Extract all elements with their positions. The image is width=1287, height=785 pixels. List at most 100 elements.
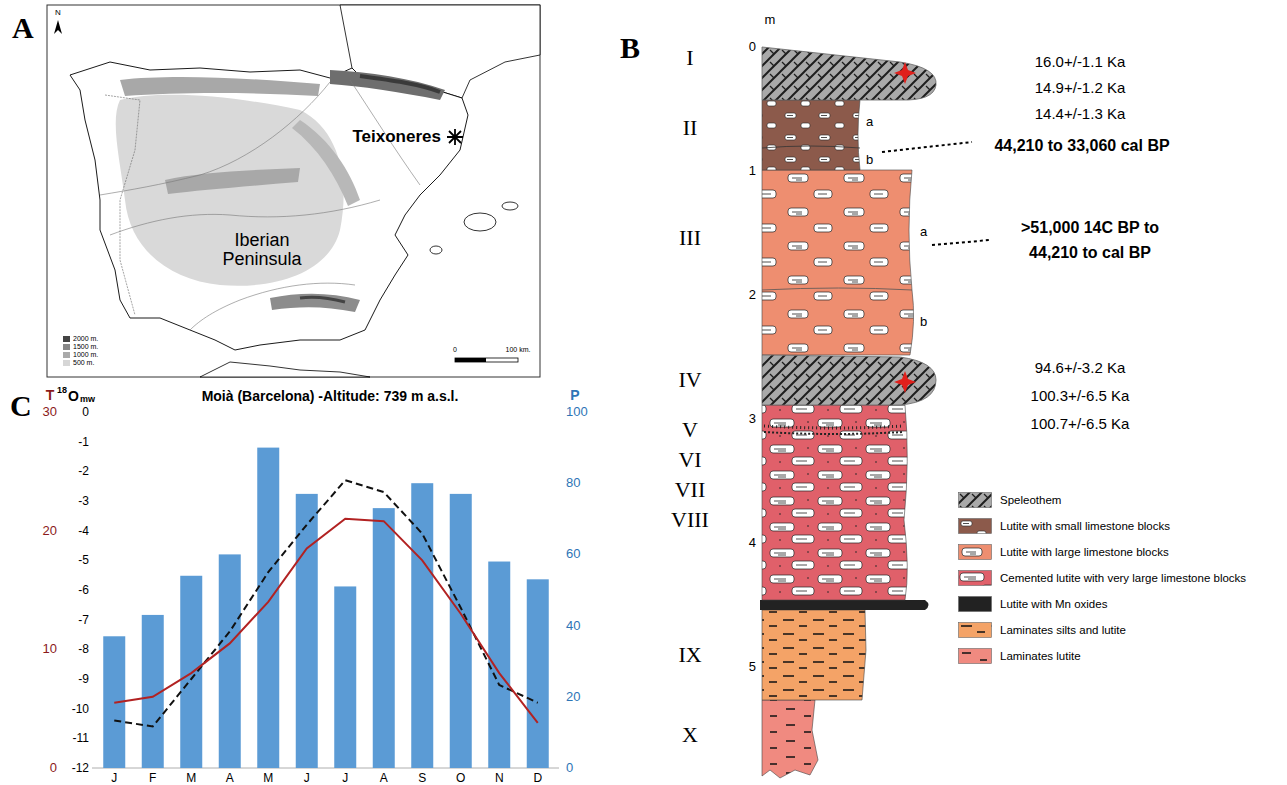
figure-label: N	[495, 772, 504, 785]
legend-text: Laminates silts and lutite	[1000, 624, 1126, 636]
legend-swatch-fill	[959, 493, 992, 508]
figure-label: 44,210 to cal BP	[1029, 245, 1151, 262]
legend-row: Laminates lutite	[958, 648, 1081, 664]
figure-label: O	[456, 772, 465, 785]
figure-label: 5	[749, 660, 756, 674]
legend-swatch-fill	[959, 623, 992, 638]
figure-label: 2	[749, 288, 756, 302]
legend-text: Speleothem	[1000, 494, 1061, 506]
figure-label: II	[683, 116, 698, 139]
figure-label: S	[418, 772, 426, 785]
figure-label: 14.9+/-1.2 Ka	[1035, 80, 1125, 96]
figure-label: -6	[78, 584, 89, 597]
figure-label: Teixoneres	[352, 128, 441, 146]
figure-label: 10	[43, 643, 57, 657]
figure-label: D	[533, 772, 542, 785]
figure-label: 14.4+/-1.3 Ka	[1035, 106, 1125, 122]
figure-label: 0	[749, 40, 756, 54]
legend-swatch	[958, 570, 992, 586]
figure-label: a	[866, 115, 873, 129]
legend-text: Laminates lutite	[1000, 650, 1081, 662]
stratigraphic-column	[760, 47, 990, 778]
figure-label: -2	[78, 465, 89, 478]
figure-label: -9	[78, 673, 89, 686]
figure-label: C	[10, 390, 32, 422]
figure-label: -12	[72, 762, 89, 775]
legend-swatch	[958, 544, 992, 560]
figure-label: 100	[566, 405, 588, 419]
figure-label: 100 km.	[506, 346, 531, 353]
figure-label: A	[226, 772, 234, 785]
precipitation-bar	[527, 579, 549, 768]
figure-label: B	[620, 32, 640, 64]
figure-label: I	[686, 46, 693, 69]
figure-label: 16.0+/-1.1 Ka	[1035, 54, 1125, 70]
figure-label: VIII	[671, 508, 709, 531]
figure-label: -5	[78, 554, 89, 567]
figure-label: -8	[78, 643, 89, 656]
location-map	[47, 5, 540, 377]
figure-label: -7	[78, 613, 89, 626]
figure-label: VII	[675, 478, 706, 501]
figure-label: VI	[678, 448, 701, 471]
legend-text: Lutite with large limestone blocks	[1000, 546, 1169, 558]
figure-label: A	[12, 12, 34, 44]
figure-label: 94.6+/-3.2 Ka	[1035, 360, 1125, 376]
figure-label: 2000 m.	[73, 335, 98, 342]
figure-label: X	[682, 723, 698, 746]
legend-swatch-fill	[959, 649, 992, 664]
legend-swatch	[958, 596, 992, 612]
legend-swatch	[958, 622, 992, 638]
legend-text: Lutite with Mn oxides	[1000, 598, 1107, 610]
precipitation-bar	[450, 494, 472, 768]
legend-text: Cemented lutite with very large limeston…	[1000, 572, 1246, 584]
precipitation-bar	[334, 586, 356, 768]
figure-label: 0	[566, 761, 573, 775]
figure-label: b	[920, 315, 927, 329]
legend-swatch-fill	[959, 571, 992, 586]
figure-label: M	[263, 772, 273, 785]
figure-label: 0	[50, 761, 57, 775]
figure-label: 20	[566, 690, 580, 704]
precipitation-bar	[373, 508, 395, 768]
figure-label: J	[342, 772, 348, 785]
figure-label: 0	[453, 346, 457, 353]
figure-label: 0	[82, 406, 89, 419]
precipitation-bar	[488, 562, 510, 768]
figure-label: 500 m.	[73, 359, 94, 366]
legend-swatch	[958, 518, 992, 534]
figure-label: 44,210 to 33,060 cal BP	[994, 138, 1169, 155]
figure-label: >51,000 14C BP to	[1021, 220, 1159, 237]
precipitation-bar	[257, 448, 279, 768]
legend-row: Lutite with large limestone blocks	[958, 544, 1169, 560]
figure-label: -10	[72, 702, 89, 715]
legend-swatch	[958, 648, 992, 664]
legend-row: Speleothem	[958, 492, 1061, 508]
figure-label: -4	[78, 524, 89, 537]
figure-label: A	[380, 772, 388, 785]
figure-label: IX	[678, 643, 701, 666]
figure-label: 1000 m.	[73, 351, 98, 358]
figure-label: -1	[78, 435, 89, 448]
figure-label: J	[111, 772, 117, 785]
legend-row: Lutite with small limestone blocks	[958, 518, 1170, 534]
legend-swatch-fill	[959, 519, 992, 534]
figure-label: 40	[566, 619, 580, 633]
legend-swatch-fill	[959, 545, 992, 560]
figure-label: b	[866, 153, 873, 167]
legend-row: Laminates silts and lutite	[958, 622, 1126, 638]
figure-label: Moià (Barcelona) -Altitude: 739 m a.s.l.	[202, 389, 459, 404]
figure-label: III	[679, 226, 701, 249]
figure-label: V	[682, 418, 698, 441]
isotope-line	[114, 480, 538, 726]
climate-chart	[92, 448, 559, 768]
legend-swatch-fill	[959, 597, 992, 612]
figure-label: mw	[80, 395, 95, 404]
temperature-line	[114, 519, 538, 723]
figure-label: m	[765, 13, 776, 27]
figure-label: M	[186, 772, 196, 785]
figure-label: IV	[678, 368, 701, 391]
legend-text: Lutite with small limestone blocks	[1000, 520, 1170, 532]
